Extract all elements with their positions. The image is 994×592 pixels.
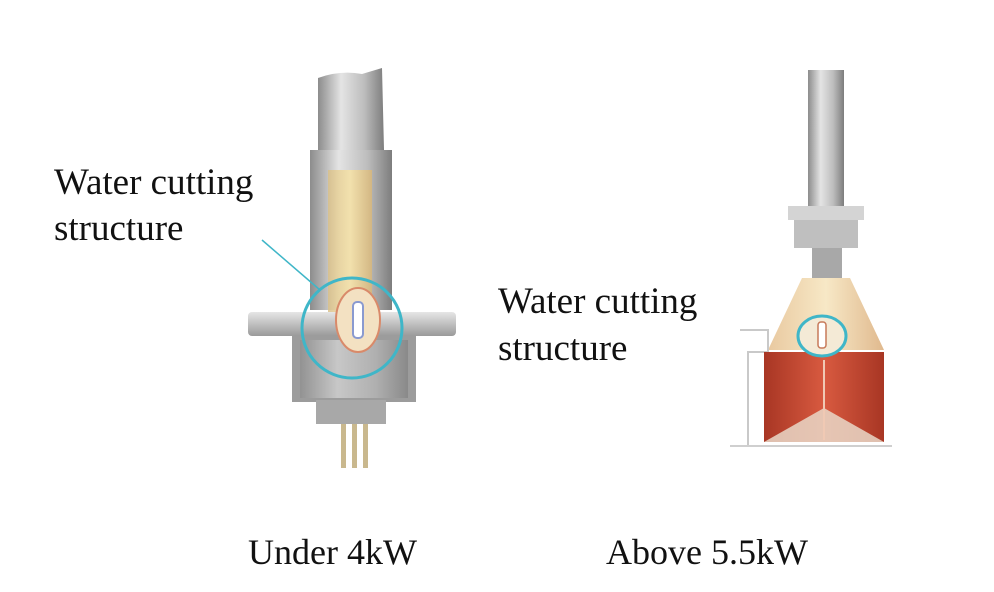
right-upper-bracket	[788, 206, 864, 220]
right-side-frame	[740, 329, 769, 446]
left-pin-1	[341, 424, 346, 468]
left-pin-3	[363, 424, 368, 468]
right-shaft	[808, 70, 844, 210]
left-pin-2	[352, 424, 357, 468]
right-annotation-line1: Water cutting	[498, 281, 698, 322]
left-leader-line	[261, 239, 321, 291]
left-component-drawing	[248, 68, 456, 468]
left-caption: Under 4kW	[248, 532, 417, 572]
left-bottom-collar	[316, 400, 386, 424]
right-internal-slot	[817, 321, 827, 349]
right-annotation-line2: structure	[498, 328, 628, 369]
left-annotation-line1: Water cutting	[54, 162, 254, 203]
left-internal-slot	[352, 301, 364, 339]
left-annotation-line2: structure	[54, 208, 184, 249]
right-caption: Above 5.5kW	[606, 532, 808, 572]
right-bracket-body	[794, 220, 858, 248]
right-component-drawing	[730, 70, 892, 447]
right-neck	[812, 248, 842, 278]
left-shaft-top	[318, 68, 384, 150]
left-highlight-circle	[300, 276, 404, 380]
